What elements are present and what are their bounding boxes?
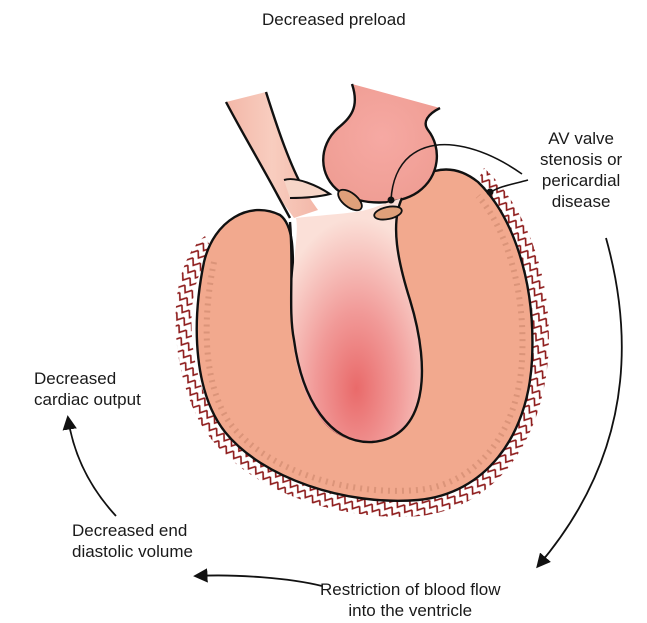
- diagram-title: Decreased preload: [262, 9, 406, 30]
- arrow-to-end-diastolic: [196, 575, 322, 586]
- leader-dot-valve: [388, 197, 395, 204]
- end-diastolic-label: Decreased end diastolic volume: [72, 520, 193, 562]
- atrium: [323, 84, 440, 203]
- arrow-to-restriction: [538, 238, 622, 566]
- arrow-to-cardiac-output: [68, 418, 116, 516]
- av-valve-label: AV valve stenosis or pericardial disease: [540, 128, 622, 212]
- cardiac-output-label: Decreased cardiac output: [34, 368, 141, 410]
- leader-dot-pericardium: [487, 189, 494, 196]
- restriction-label: Restriction of blood flow into the ventr…: [320, 579, 500, 621]
- venous-valve: [284, 179, 330, 198]
